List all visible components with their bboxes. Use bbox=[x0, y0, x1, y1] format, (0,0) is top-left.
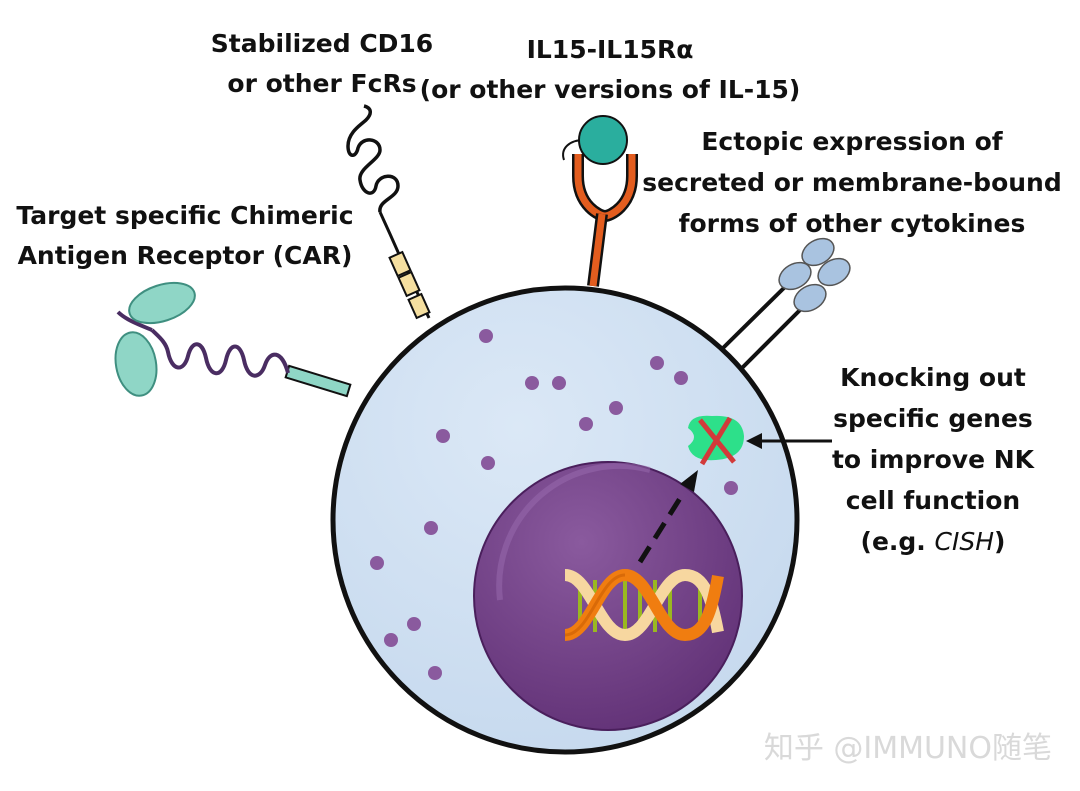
granule bbox=[479, 329, 493, 343]
label-fcr-line2: or other FcRs bbox=[227, 69, 416, 98]
expression-dashed-arrow bbox=[637, 470, 698, 564]
granule bbox=[552, 376, 566, 390]
label-car-line2: Antigen Receptor (CAR) bbox=[18, 241, 353, 270]
granule bbox=[609, 401, 623, 415]
label-cytokines-line2: secreted or membrane-bound bbox=[642, 168, 1062, 197]
granule bbox=[579, 417, 593, 431]
watermark: 知乎 @IMMUNO随笔 bbox=[764, 731, 1052, 766]
example-gene: CISH bbox=[935, 527, 995, 556]
granule bbox=[481, 456, 495, 470]
granule bbox=[650, 356, 664, 370]
membrane-cytokine-icon bbox=[719, 237, 851, 372]
example-prefix: (e.g. bbox=[861, 527, 935, 556]
il15-receptor-icon bbox=[562, 115, 638, 287]
cytoplasmic-granules bbox=[370, 329, 738, 680]
knockout-pointer-arrow bbox=[746, 433, 832, 449]
knockout-target-icon bbox=[688, 415, 744, 466]
granule bbox=[424, 521, 438, 535]
il15-cytokine bbox=[578, 115, 628, 165]
label-car: Target specific Chimeric Antigen Recepto… bbox=[16, 201, 353, 270]
granule bbox=[525, 376, 539, 390]
granule bbox=[428, 666, 442, 680]
label-knockout-line1: Knocking out bbox=[840, 363, 1026, 392]
granule bbox=[724, 481, 738, 495]
cd16-receptor-icon bbox=[346, 104, 431, 320]
label-knockout: Knocking out specific genes to improve N… bbox=[832, 363, 1036, 556]
nucleus bbox=[473, 461, 743, 731]
granule bbox=[370, 556, 384, 570]
label-fcr: Stabilized CD16 or other FcRs bbox=[211, 29, 433, 98]
label-cytokines-line3: forms of other cytokines bbox=[679, 209, 1026, 238]
label-knockout-line4: cell function bbox=[846, 486, 1020, 515]
label-car-line1: Target specific Chimeric bbox=[16, 201, 353, 230]
label-il15-line1: IL15-IL15Rα bbox=[527, 35, 694, 64]
granule bbox=[436, 429, 450, 443]
granule bbox=[407, 617, 421, 631]
example-suffix: ) bbox=[994, 527, 1005, 556]
car-receptor-icon bbox=[114, 281, 352, 398]
label-knockout-line3: to improve NK bbox=[832, 445, 1036, 474]
dna-helix-icon bbox=[563, 568, 724, 642]
label-il15-line2: (or other versions of IL-15) bbox=[420, 75, 801, 104]
granule bbox=[674, 371, 688, 385]
label-il15: IL15-IL15Rα (or other versions of IL-15) bbox=[420, 35, 801, 104]
label-fcr-line1: Stabilized CD16 bbox=[211, 29, 433, 58]
label-cytokines: Ectopic expression of secreted or membra… bbox=[642, 127, 1062, 238]
label-knockout-example: (e.g. CISH) bbox=[861, 527, 1006, 556]
granule bbox=[384, 633, 398, 647]
label-knockout-line2: specific genes bbox=[833, 404, 1033, 433]
label-cytokines-line1: Ectopic expression of bbox=[701, 127, 1003, 156]
